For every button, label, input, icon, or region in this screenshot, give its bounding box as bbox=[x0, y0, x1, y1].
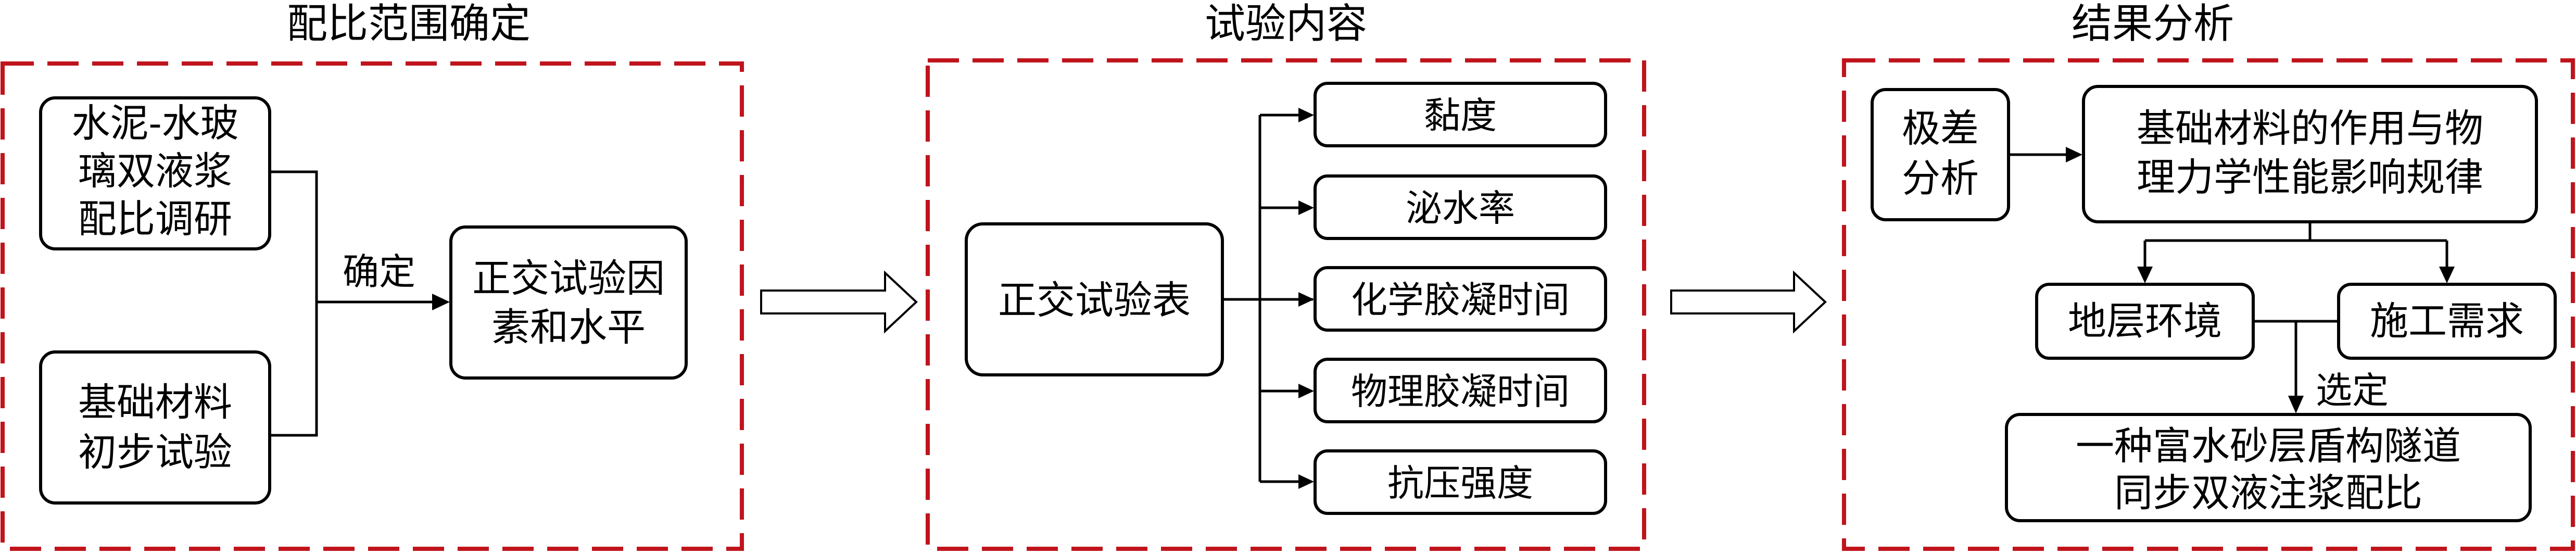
result-box bbox=[2005, 413, 2532, 522]
confirm-label: 确定 bbox=[343, 250, 415, 293]
result-text-line1: 一种富水砂层盾构隧道 bbox=[2076, 424, 2461, 469]
range-analysis-text-line2: 分析 bbox=[1902, 156, 1979, 201]
construction-text: 施工需求 bbox=[2370, 299, 2524, 344]
section-title-tests: 试验内容 bbox=[1205, 1, 1367, 47]
survey-text-line1: 水泥-水玻 bbox=[71, 101, 238, 146]
arrowhead-to-construction bbox=[2439, 267, 2455, 283]
basic-material-text-line2: 初步试验 bbox=[78, 430, 232, 475]
ortho-factor-text-line1: 正交试验因 bbox=[472, 256, 665, 301]
select-label: 选定 bbox=[2316, 369, 2389, 412]
connector-law-split bbox=[2143, 222, 2448, 268]
arrowhead-to-ortho bbox=[432, 294, 450, 310]
ortho-table-text: 正交试验表 bbox=[998, 278, 1191, 323]
connector-left-bracket bbox=[270, 170, 436, 437]
survey-text-line2: 璃双液浆 bbox=[78, 149, 232, 194]
arrowhead-item-3 bbox=[1298, 292, 1314, 307]
test-item-chemical-gel: 化学胶凝时间 bbox=[1351, 279, 1570, 321]
survey-box bbox=[39, 96, 271, 250]
law-text-line2: 理力学性能影响规律 bbox=[2137, 155, 2483, 200]
arrowhead-to-law bbox=[2066, 147, 2082, 162]
arrowhead-to-result bbox=[2288, 396, 2304, 413]
arrowhead-to-stratum bbox=[2137, 267, 2153, 283]
frame-tests bbox=[926, 58, 1646, 551]
range-analysis-text-line1: 极差 bbox=[1902, 106, 1979, 151]
survey-text-line3: 配比调研 bbox=[78, 197, 232, 242]
ortho-factor-box bbox=[449, 225, 688, 380]
hollow-arrow-2 bbox=[1670, 270, 1827, 334]
test-item-chemical-gel-box bbox=[1314, 266, 1607, 332]
arrowhead-item-2 bbox=[1298, 200, 1314, 215]
basic-material-text-line1: 基础材料 bbox=[78, 380, 232, 425]
test-item-physical-gel-box bbox=[1314, 358, 1607, 423]
test-item-viscosity-box bbox=[1314, 82, 1607, 147]
arrowhead-item-4 bbox=[1298, 384, 1314, 398]
section-title-results: 结果分析 bbox=[2072, 1, 2234, 47]
hollow-arrow-1 bbox=[760, 270, 918, 334]
connector-tests-tree bbox=[1222, 114, 1313, 483]
result-text-line2: 同步双液注浆配比 bbox=[2114, 471, 2422, 515]
test-item-viscosity: 黏度 bbox=[1424, 94, 1497, 137]
test-item-bleeding-box bbox=[1314, 174, 1607, 240]
stratum-text: 地层环境 bbox=[2068, 299, 2222, 344]
test-item-strength-box bbox=[1314, 449, 1607, 515]
arrowhead-item-5 bbox=[1298, 474, 1314, 489]
section-title-range: 配比范围确定 bbox=[287, 1, 531, 47]
law-text-line1: 基础材料的作用与物 bbox=[2137, 106, 2483, 151]
basic-material-box bbox=[39, 350, 271, 505]
frame-results bbox=[1842, 58, 2575, 551]
ortho-factor-text-line2: 素和水平 bbox=[491, 305, 646, 350]
connector-merge-result bbox=[2253, 320, 2339, 397]
test-item-strength: 抗压强度 bbox=[1387, 462, 1533, 505]
frame-range bbox=[1, 61, 744, 551]
test-item-bleeding: 泌水率 bbox=[1406, 187, 1515, 230]
arrowhead-item-1 bbox=[1298, 108, 1314, 122]
test-item-physical-gel: 物理胶凝时间 bbox=[1351, 370, 1570, 413]
